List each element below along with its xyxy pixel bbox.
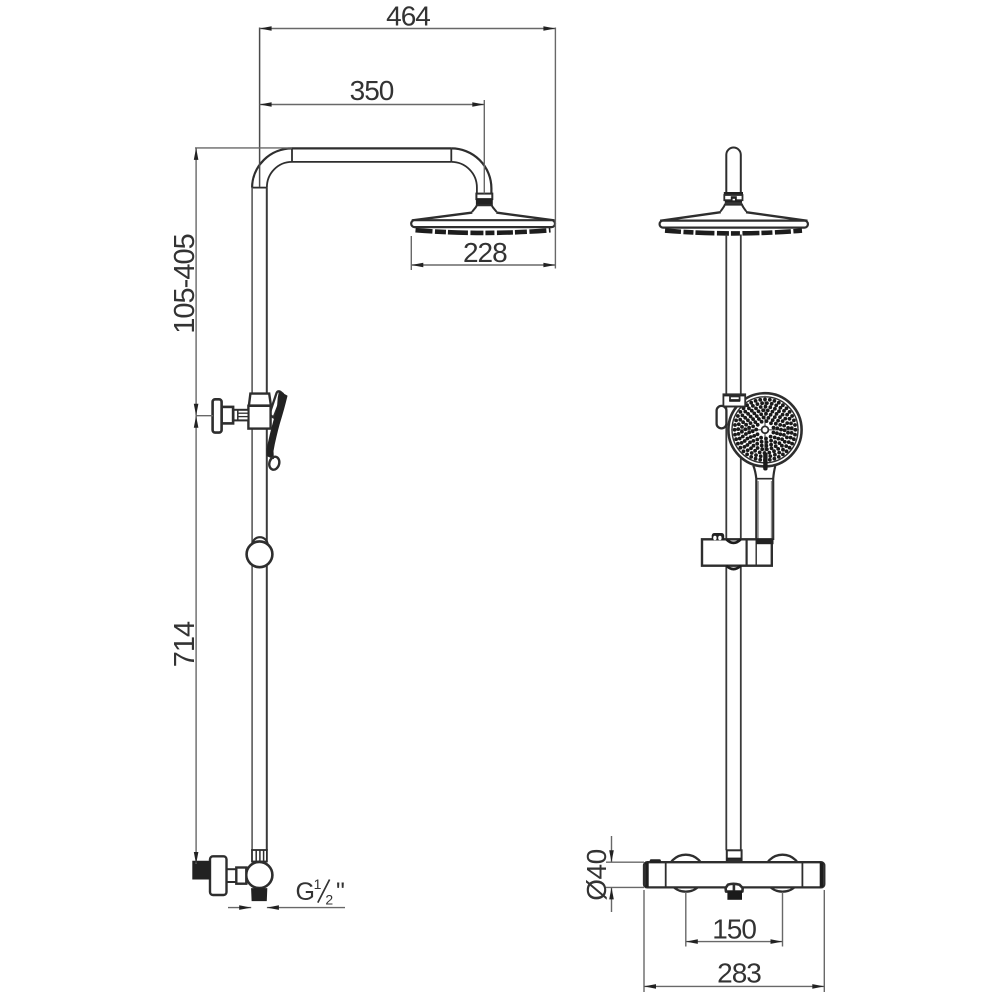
svg-text:1: 1 xyxy=(314,876,322,892)
svg-text:Ø40: Ø40 xyxy=(581,849,612,900)
svg-text:150: 150 xyxy=(712,913,756,944)
svg-text:350: 350 xyxy=(350,75,394,106)
svg-text:228: 228 xyxy=(463,237,507,268)
svg-text:105-405: 105-405 xyxy=(169,234,201,333)
svg-text:": " xyxy=(336,878,345,906)
svg-text:2: 2 xyxy=(325,891,333,907)
svg-text:283: 283 xyxy=(717,957,761,988)
svg-text:G: G xyxy=(296,878,315,906)
svg-text:464: 464 xyxy=(386,0,430,31)
svg-text:714: 714 xyxy=(169,621,201,667)
